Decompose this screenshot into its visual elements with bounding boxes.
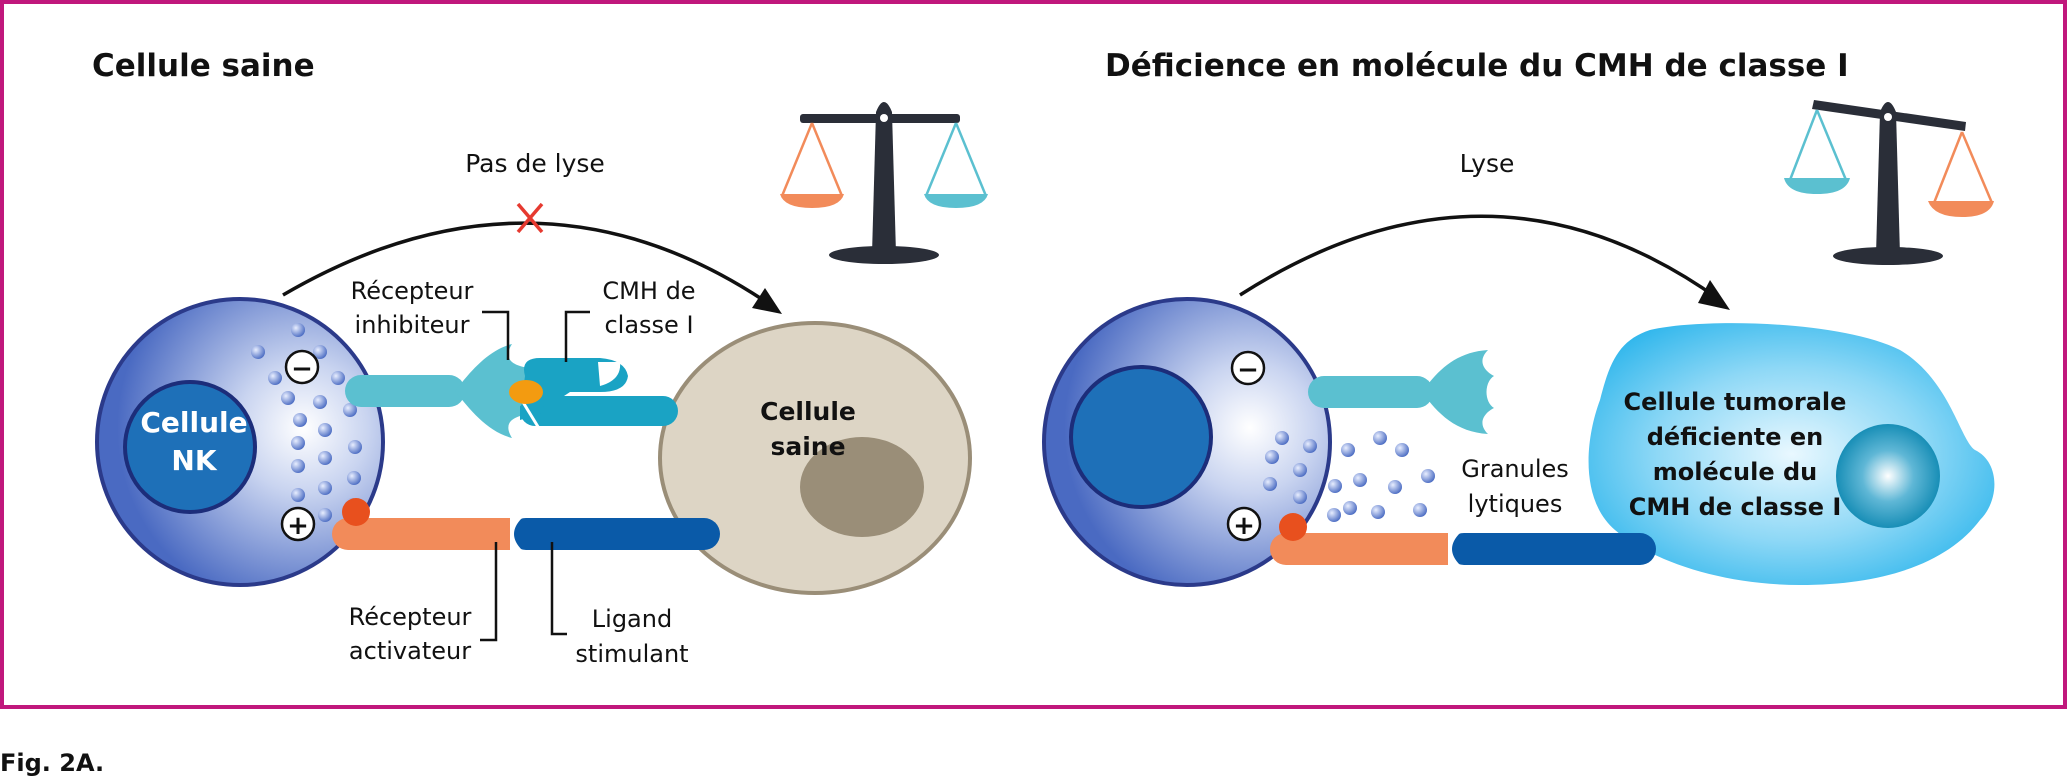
no-lysis-label: Pas de lyse	[465, 149, 605, 178]
right-stimulating-ligand	[1448, 533, 1656, 565]
right-activating-receptor	[1270, 513, 1470, 565]
right-panel-title: Déficience en molécule du CMH de classe …	[1105, 48, 1849, 84]
healthy-cell-label-line2: saine	[770, 432, 845, 461]
healthy-cell-nucleus	[800, 437, 924, 537]
lysis-arrow-head	[1698, 280, 1730, 310]
right-minus-sign: −	[1230, 350, 1266, 386]
inhibitor-label-line1: Récepteur	[351, 277, 474, 305]
no-lysis-arrow-head	[752, 288, 782, 314]
ligand-label-line1: Ligand	[592, 605, 672, 633]
figure-caption: Fig. 2A.	[0, 749, 104, 777]
activator-leader-line	[480, 542, 498, 642]
ligand-label-line2: stimulant	[575, 640, 688, 668]
right-nk-cell-nucleus	[1069, 365, 1213, 509]
lysis-arrow	[1239, 214, 1722, 302]
left-stimulating-ligand	[510, 518, 720, 550]
healthy-cell-label-line1: Cellule	[760, 397, 856, 426]
nk-cell-nucleus	[123, 380, 257, 514]
activator-label-line2: activateur	[349, 637, 471, 665]
svg-text:−: −	[291, 354, 313, 384]
tumor-cell-label-line4: CMH de classe I	[1629, 493, 1842, 521]
left-inhibitory-receptor	[345, 344, 530, 438]
right-granules	[1263, 431, 1435, 522]
svg-text:+: +	[287, 511, 309, 541]
inhibitor-leader-line	[482, 310, 510, 360]
activator-label-line1: Récepteur	[349, 603, 472, 631]
figure-frame	[0, 0, 2067, 709]
left-mhc-class-i	[516, 358, 678, 431]
balance-scale-icon	[780, 102, 988, 264]
right-inhibitory-receptor	[1308, 350, 1494, 434]
left-peptide	[509, 380, 543, 404]
mhc-leader-line	[564, 310, 590, 362]
cross-icon	[516, 202, 544, 234]
granules-label-line2: lytiques	[1468, 490, 1563, 518]
tumor-cell-label-line3: molécule du	[1653, 458, 1817, 486]
tilted-balance-scale-icon	[1784, 100, 1994, 265]
nk-cell-label-line1: Cellule	[140, 406, 247, 439]
inhibitor-label-line2: inhibiteur	[355, 311, 470, 339]
mhc-label-line2: classe I	[604, 311, 693, 339]
svg-text:−: −	[1237, 355, 1259, 385]
left-panel: Cellule saine Pas de lyse Cellule saine	[92, 48, 988, 668]
right-panel: Déficience en molécule du CMH de classe …	[1042, 48, 1995, 587]
left-panel-title: Cellule saine	[92, 48, 315, 84]
svg-text:+: +	[1233, 511, 1255, 541]
tumor-cell-label-line1: Cellule tumorale	[1624, 388, 1847, 416]
granules-label-line1: Granules	[1461, 455, 1569, 483]
ligand-leader-line	[550, 542, 567, 636]
tumor-cell-nucleus	[1836, 424, 1940, 528]
tumor-cell-label-line2: déficiente en	[1647, 423, 1824, 451]
left-minus-sign: −	[284, 349, 320, 385]
mhc-label-line1: CMH de	[602, 277, 695, 305]
nk-cell-label-line2: NK	[171, 444, 217, 477]
left-activating-receptor	[332, 498, 532, 550]
left-plus-sign: +	[280, 506, 316, 542]
left-granules	[251, 323, 362, 527]
lysis-label: Lyse	[1460, 149, 1515, 178]
right-plus-sign: +	[1226, 506, 1262, 542]
